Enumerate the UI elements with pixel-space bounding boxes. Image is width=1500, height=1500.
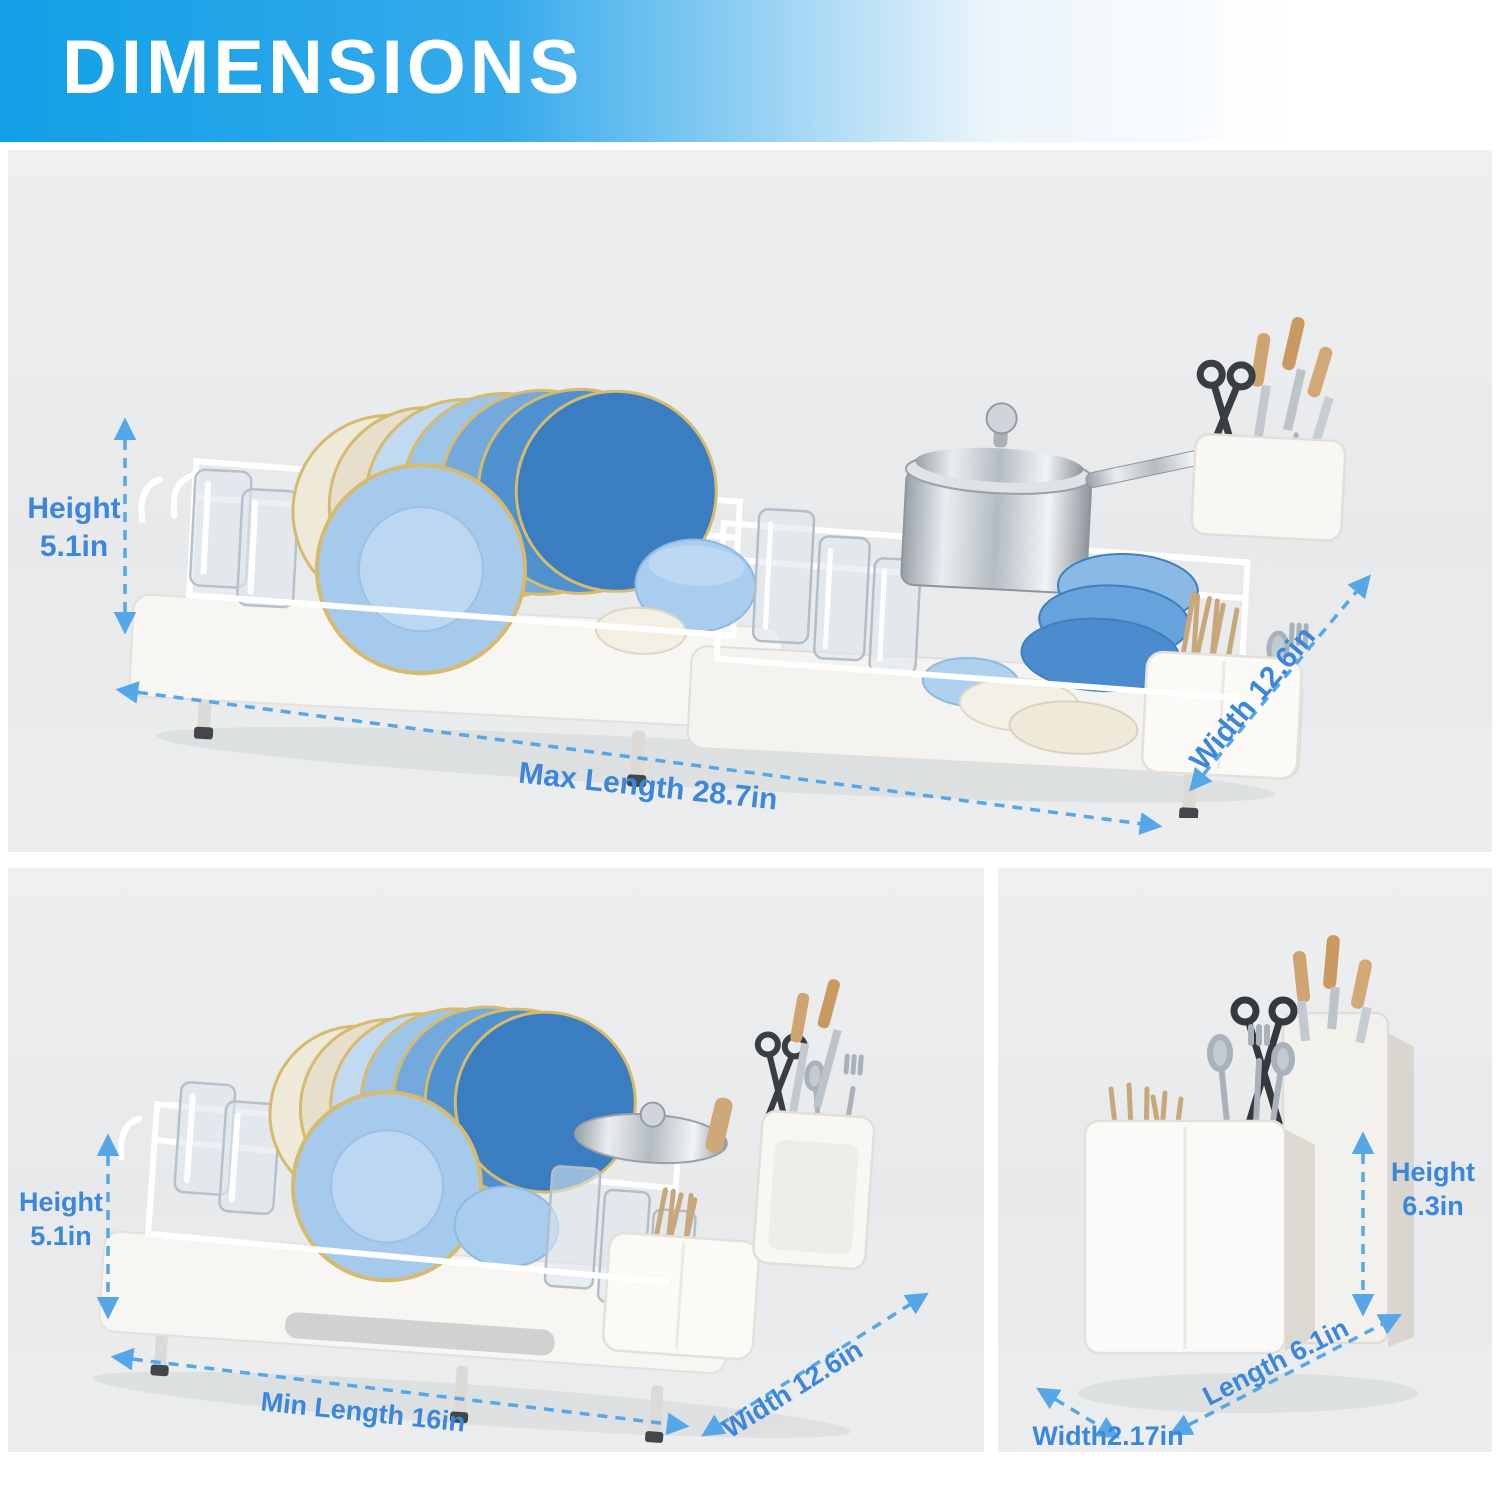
height-label-compact: Height 5.1in (19, 1187, 103, 1251)
holder-divider (674, 1243, 686, 1349)
height-label-expanded: Height 5.1in (27, 492, 121, 563)
glasses (189, 468, 300, 609)
knives (1292, 935, 1372, 1044)
knife-caddy (752, 1110, 876, 1271)
panel-expanded-rack: Height 5.1in Max Length 28.7in Width 12.… (8, 150, 1492, 852)
clear-canisters (751, 508, 922, 675)
steel-pot (900, 402, 1225, 595)
front-plate (314, 463, 527, 676)
front-container (1083, 1119, 1315, 1355)
front-rail (147, 1230, 670, 1286)
page-title: DIMENSIONS (62, 25, 584, 110)
panel-compact-rack: Height 5.1in Min Length 16in Width 12.6i… (8, 868, 984, 1452)
pot-lid (574, 1101, 728, 1165)
height-label-caddy: Height 6.3in (1391, 1157, 1475, 1221)
front-plate (291, 1090, 484, 1283)
glasses (173, 1081, 282, 1216)
expanded-dish-rack-illustration (128, 317, 1347, 818)
knives (787, 979, 842, 1123)
panel-cutlery-caddy: Height 6.3in Width2.17in Length 6.1in (998, 868, 1492, 1452)
wood-handle (705, 1097, 733, 1154)
blue-bowl-stack (1020, 553, 1199, 693)
center-bowls (595, 538, 757, 655)
header-banner: DIMENSIONS (0, 0, 1320, 142)
drain-slot (285, 1312, 555, 1356)
knife-caddy (1190, 317, 1347, 542)
width-label-caddy: Width2.17in (1032, 1421, 1184, 1451)
